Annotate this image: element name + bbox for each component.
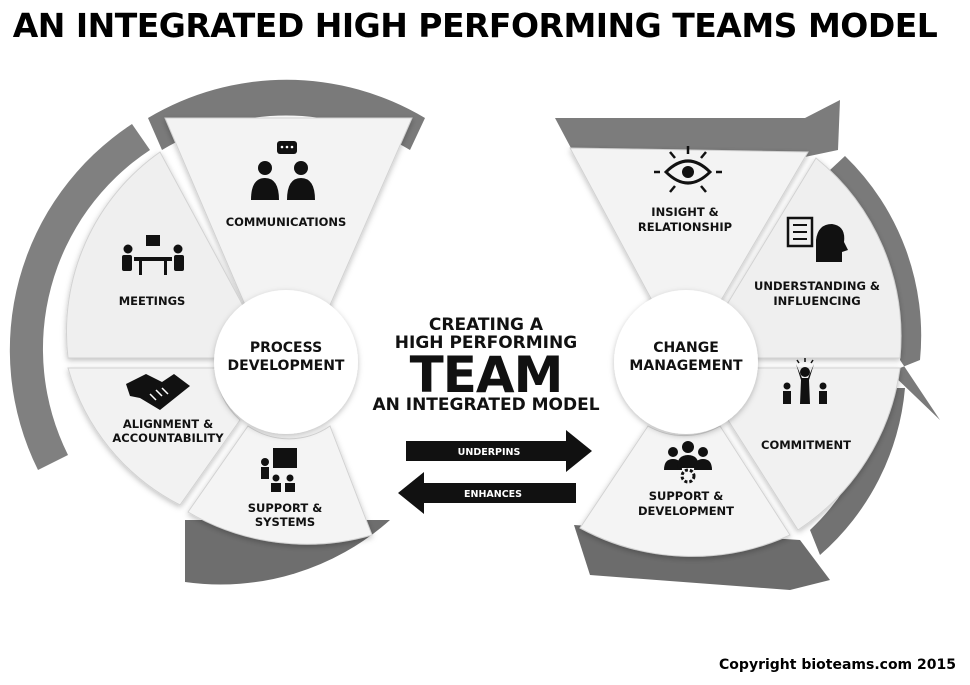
cheering-group-icon bbox=[783, 358, 827, 404]
communications-label: COMMUNICATIONS bbox=[226, 215, 347, 229]
left-hub[interactable] bbox=[214, 290, 358, 434]
right-wheel: CHANGE MANAGEMENT INSIGHT & RELATIONSHIP… bbox=[555, 100, 940, 590]
left-hub-line1: PROCESS bbox=[250, 340, 322, 356]
handshake-icon bbox=[126, 374, 190, 410]
segment-support-development[interactable] bbox=[579, 425, 791, 557]
meeting-table-icon bbox=[122, 235, 184, 275]
team-gear-icon bbox=[664, 441, 712, 484]
insight-label-line1: INSIGHT & bbox=[651, 205, 718, 219]
left-wheel: PROCESS DEVELOPMENT COMMUNICATIONS MEETI… bbox=[9, 79, 425, 585]
checklist-head-icon bbox=[786, 216, 848, 262]
center-line2: HIGH PERFORMING bbox=[395, 333, 577, 353]
enhances-label: ENHANCES bbox=[464, 489, 522, 500]
communications-icon bbox=[251, 141, 315, 200]
support-systems-label-line2: SYSTEMS bbox=[255, 515, 315, 529]
right-hub-line1: CHANGE bbox=[653, 340, 719, 356]
center-line4: AN INTEGRATED MODEL bbox=[372, 395, 599, 415]
support-systems-label-line1: SUPPORT & bbox=[248, 501, 322, 515]
underpins-arrow: UNDERPINS bbox=[406, 430, 592, 472]
center-line1: CREATING A bbox=[429, 315, 544, 335]
understanding-label-line2: INFLUENCING bbox=[773, 294, 860, 308]
left-ring-arc-left bbox=[9, 124, 150, 470]
left-ring-arc-top bbox=[148, 79, 425, 150]
presentation-icon bbox=[261, 448, 297, 492]
enhances-arrow: ENHANCES bbox=[398, 472, 576, 514]
commitment-label: COMMITMENT bbox=[761, 438, 851, 452]
support-development-label-line2: DEVELOPMENT bbox=[638, 504, 734, 518]
left-hub-line2: DEVELOPMENT bbox=[228, 358, 345, 374]
understanding-label-line1: UNDERSTANDING & bbox=[754, 279, 880, 293]
right-ring-arc-top bbox=[555, 100, 840, 158]
alignment-label-line1: ALIGNMENT & bbox=[123, 417, 213, 431]
eye-icon bbox=[654, 146, 722, 193]
copyright-text: Copyright bioteams.com 2015 bbox=[719, 657, 956, 673]
center-team-word: TEAM bbox=[410, 346, 563, 404]
right-hub[interactable] bbox=[614, 290, 758, 434]
page-title: AN INTEGRATED HIGH PERFORMING TEAMS MODE… bbox=[12, 6, 938, 45]
right-hub-line2: MANAGEMENT bbox=[629, 358, 743, 374]
right-ring-arc-right bbox=[830, 156, 940, 420]
center-text: CREATING A HIGH PERFORMING TEAM AN INTEG… bbox=[372, 315, 599, 415]
alignment-label-line2: ACCOUNTABILITY bbox=[112, 431, 224, 445]
support-development-label-line1: SUPPORT & bbox=[649, 489, 723, 503]
meetings-label: MEETINGS bbox=[119, 294, 186, 308]
underpins-label: UNDERPINS bbox=[458, 447, 521, 458]
insight-label-line2: RELATIONSHIP bbox=[638, 220, 732, 234]
